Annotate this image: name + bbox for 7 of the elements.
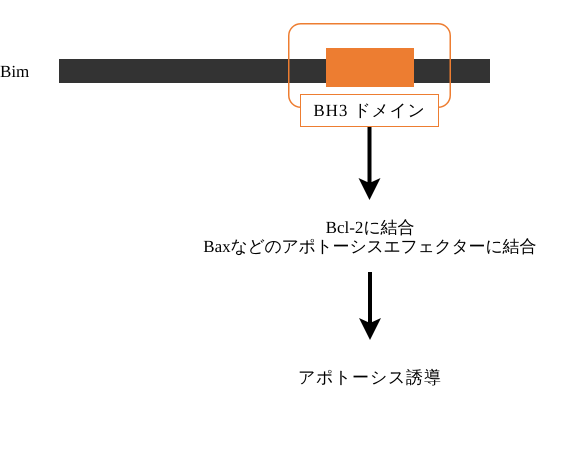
statement-text: Bcl-2に結合 bbox=[326, 218, 414, 237]
statement-text: Baxなどのアポトーシスエフェクターに結合 bbox=[203, 237, 537, 256]
domain-label: BH3 ドメイン bbox=[300, 94, 439, 127]
arrow bbox=[359, 272, 381, 340]
outcome-text: アポトーシス誘導 bbox=[298, 368, 442, 387]
protein-name-label: Bim bbox=[0, 62, 30, 80]
arrow bbox=[358, 127, 380, 200]
